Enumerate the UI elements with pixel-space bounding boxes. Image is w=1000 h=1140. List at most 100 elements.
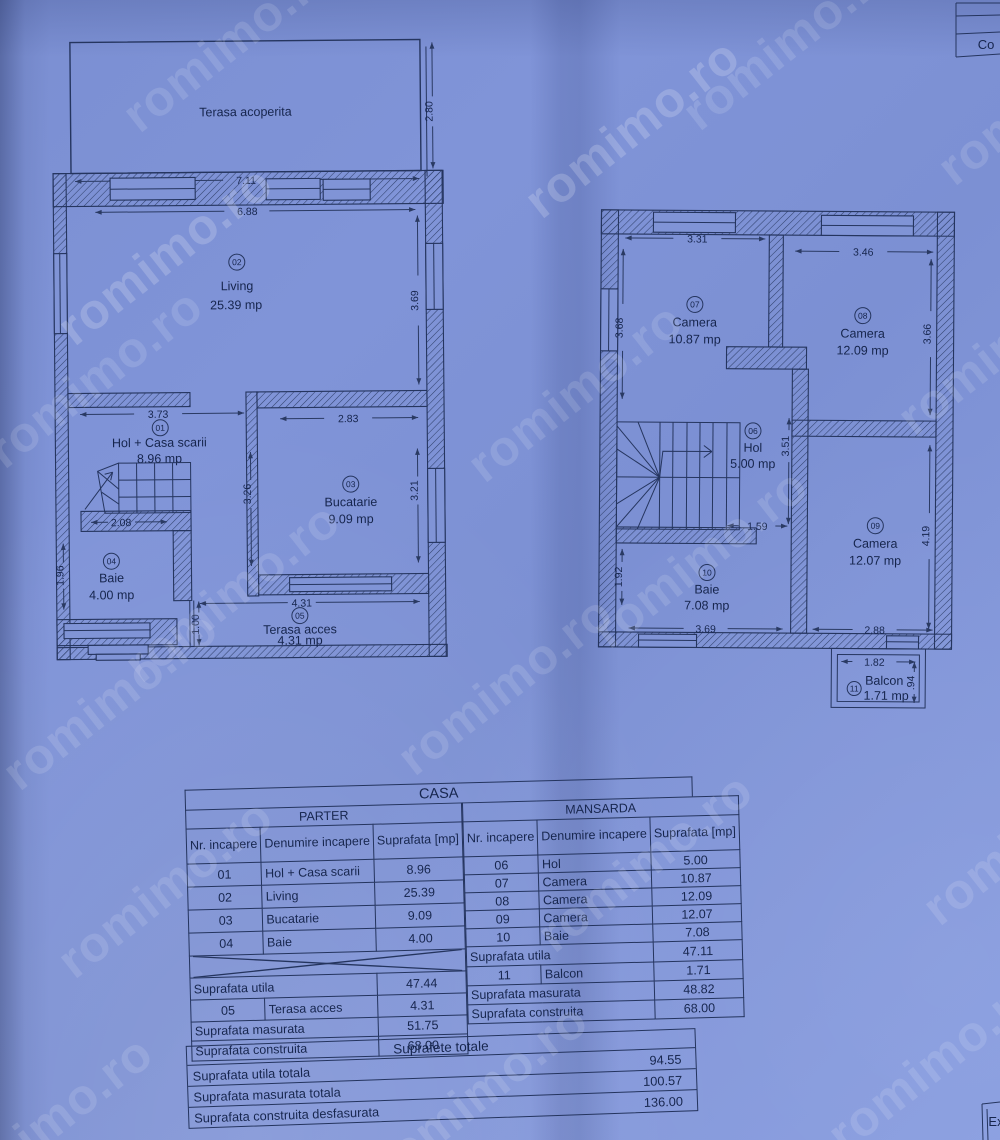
room-camera07-num: 07 <box>690 299 700 309</box>
room-hol06-area: 5.00 mp <box>730 457 775 471</box>
cell-nr: 01 <box>186 862 262 888</box>
room-baie-mansarda: 10 Baie 7.08 mp <box>684 564 729 613</box>
room-terasa-acces: 05 Terasa acces 4.31 mp <box>263 607 337 648</box>
col-header-denumire: Denumire incapere <box>260 824 374 863</box>
total-label: Suprafata construita desfasurata <box>193 1103 380 1126</box>
masurata-value: 51.75 <box>378 1014 468 1037</box>
room-camera08-area: 12.09 mp <box>836 343 888 357</box>
cell-name: Terasa acces <box>264 995 379 1021</box>
dim-baie-w: 2.08 <box>111 517 132 529</box>
room-hol-area: 8.96 mp <box>137 452 182 466</box>
dim-cam09-h: 4.19 <box>920 526 932 547</box>
cell-area: 25.39 <box>374 879 465 906</box>
dim-cam07-h: 3.68 <box>614 317 626 338</box>
room-hol-name: Hol + Casa scarii <box>112 435 207 450</box>
dim-living-w: 6.88 <box>237 206 258 218</box>
col-header-nr: Nr. incapere <box>186 827 262 865</box>
cell-area: 1.71 <box>653 959 744 981</box>
dim-buc-h-right: 3.21 <box>409 480 421 501</box>
cell-nr: 02 <box>187 885 263 911</box>
room-balcon-name: Balcon <box>865 674 903 688</box>
room-camera09-num: 09 <box>871 521 881 531</box>
dim-balcon-w: 1.82 <box>864 657 885 669</box>
mansarda-floor-plan: 3.31 3.46 3.68 3.66 07 Camera 10.87 mp 0… <box>597 209 956 709</box>
room-camera08: 08 Camera 12.09 mp <box>836 307 889 358</box>
col-header-nr: Nr. incapere <box>462 819 539 857</box>
cell-name: Living <box>261 882 376 909</box>
room-living: 02 Living 25.39 mp <box>210 253 262 312</box>
dim-cam07-w: 3.31 <box>687 233 708 245</box>
room-baie10-num: 10 <box>702 567 712 577</box>
cell-nr: 06 <box>463 854 539 875</box>
room-living-area: 25.39 mp <box>210 298 262 312</box>
room-hol-parter: 01 Hol + Casa scarii 8.96 mp <box>112 419 207 466</box>
room-living-name: Living <box>221 279 254 293</box>
room-hol06-num: 06 <box>748 426 758 436</box>
room-hol-num: 01 <box>155 423 165 433</box>
room-camera07: 07 Camera 10.87 mp <box>669 295 721 347</box>
room-baie10-name: Baie <box>694 582 719 596</box>
total-label: Suprafata masurata totala <box>193 1084 341 1105</box>
crossed-out-cell <box>189 948 466 979</box>
dim-balcon-h: .94 <box>905 675 917 690</box>
room-camera09: 09 Camera 12.07 mp <box>849 517 901 568</box>
cell-area: 9.09 <box>375 902 465 929</box>
cell-nr: 08 <box>464 890 540 911</box>
room-camera07-area: 10.87 mp <box>669 332 721 346</box>
parter-floor-plan: Terasa acoperita 2.80 7.11 <box>52 38 448 661</box>
cell-area: 7.08 <box>652 921 743 942</box>
cell-name: Baie <box>263 928 377 955</box>
total-label: Suprafata utila totala <box>192 1064 311 1084</box>
dim-buc-h-left: 3.26 <box>242 484 254 505</box>
dim-acces-w: 4.31 <box>292 597 313 609</box>
dim-baie-h: 1.96 <box>54 565 66 586</box>
room-balcon-num: 11 <box>850 684 859 694</box>
room-acces-name: Terasa acces <box>263 622 337 637</box>
room-balcon-area: 1.71 mp <box>864 689 909 703</box>
dim-hol-w: 3.73 <box>148 409 169 421</box>
dim-stair-w: 1.59 <box>747 521 768 533</box>
cell-nr: 04 <box>188 931 264 957</box>
stairs-parter <box>84 462 192 514</box>
cell-nr: 05 <box>190 998 266 1023</box>
dim-cam08-w: 3.46 <box>853 247 874 259</box>
room-baie-num: 04 <box>107 556 117 566</box>
room-camera09-area: 12.07 mp <box>849 554 901 568</box>
total-value: 100.57 <box>642 1072 683 1089</box>
room-bucatarie-num: 03 <box>346 479 356 489</box>
utila-value: 47.44 <box>376 970 467 996</box>
total-value: 94.55 <box>649 1051 682 1068</box>
dim-cam08-h: 3.66 <box>922 324 934 345</box>
room-hol06-name: Hol <box>743 441 762 455</box>
top-right-title-block: Co <box>955 2 1000 58</box>
room-bucatarie: 03 Bucatarie 9.09 mp <box>324 475 377 526</box>
room-camera07-name: Camera <box>672 315 717 329</box>
room-camera08-num: 08 <box>858 311 868 321</box>
dim-baie10-h: 1.92 <box>613 566 625 587</box>
room-bucatarie-name: Bucatarie <box>324 495 377 509</box>
casa-table-block: CASA PARTER Nr. incapere Denumire incape… <box>184 776 745 1062</box>
cell-nr: 11 <box>466 964 542 986</box>
col-header-suprafata: Suprafata [mp] <box>649 814 740 853</box>
room-balcon: 1.82 11 Balcon 1.71 mp .94 <box>830 647 926 709</box>
dim-buc-w: 2.83 <box>338 413 359 425</box>
room-baie-name: Baie <box>99 571 124 585</box>
dim-acces-h: 1.00 <box>190 614 202 635</box>
terasa-acoperita-label: Terasa acoperita <box>199 105 292 120</box>
room-baie10-area: 7.08 mp <box>684 598 729 612</box>
cell-nr: 03 <box>188 908 264 934</box>
room-camera09-name: Camera <box>853 537 898 551</box>
construita-value: 68.00 <box>654 997 745 1019</box>
cell-area: 12.07 <box>652 903 742 924</box>
bottom-right-title-text: Ex <box>988 1114 1000 1129</box>
dim-living-h: 3.69 <box>409 290 421 311</box>
mansarda-table: MANSARDA Nr. incapere Denumire incapere … <box>462 795 745 1024</box>
cell-area: 12.09 <box>651 885 742 906</box>
totals-table-block: Suprafete totale Suprafata utila totala … <box>185 1028 699 1129</box>
parter-table: PARTER Nr. incapere Denumire incapere Su… <box>185 802 469 1062</box>
cell-nr: 10 <box>465 926 541 947</box>
cell-area: 10.87 <box>651 867 741 888</box>
dim-baie10-w: 3.69 <box>695 623 716 635</box>
